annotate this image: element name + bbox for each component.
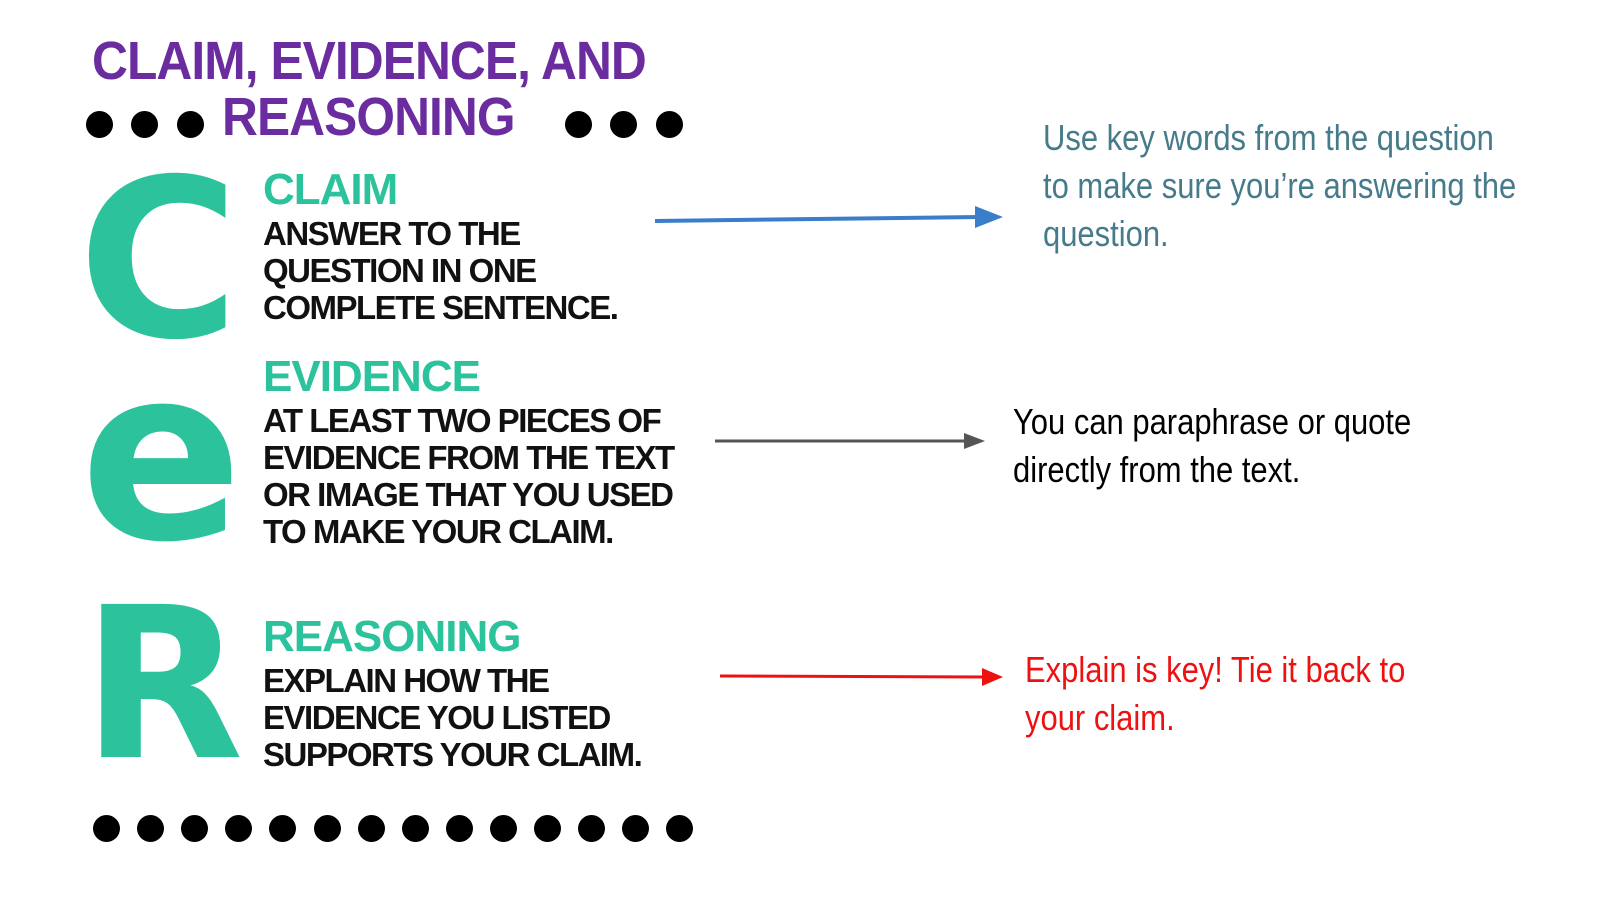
- note-claim: Use key words from the question to make …: [1043, 117, 1517, 254]
- big-letter-c: C: [78, 132, 240, 388]
- section-heading: Claim: [263, 165, 398, 214]
- decorative-dot: [534, 815, 561, 842]
- section-evidence: Evidence At least two pieces of evidence…: [263, 352, 713, 550]
- chart-title-line2: Reasoning: [222, 87, 516, 147]
- decorative-dot: [622, 815, 650, 842]
- section-heading: Reasoning: [263, 612, 521, 661]
- section-body: At least two pieces of evidence from the…: [263, 402, 675, 550]
- decorative-dot: [357, 815, 385, 842]
- decorative-dot: [137, 815, 165, 842]
- decorative-dot: [181, 815, 209, 842]
- decorative-dot: [666, 815, 694, 842]
- decorative-dot: [489, 815, 517, 842]
- big-letter-e: e: [80, 315, 243, 595]
- decorative-dot: [578, 815, 606, 842]
- decorative-dot: [269, 815, 297, 842]
- section-claim: Claim Answer to the question in one comp…: [263, 165, 683, 326]
- big-letter-r: R: [82, 562, 244, 807]
- section-heading: Evidence: [263, 352, 481, 401]
- decorative-dot: [225, 815, 253, 842]
- section-body: Answer to the question in one complete s…: [263, 215, 619, 326]
- chart-title-line1: Claim, Evidence, and: [92, 31, 647, 91]
- note-reasoning: Explain is key! Tie it back to your clai…: [1025, 649, 1406, 738]
- arrow-claim: [654, 206, 1003, 228]
- note-evidence: You can paraphrase or quote directly fro…: [1013, 401, 1412, 490]
- arrow-reasoning: [719, 668, 1003, 686]
- section-reasoning: Reasoning Explain how the evidence you l…: [263, 612, 683, 773]
- decorative-dot: [313, 815, 341, 842]
- decorative-dot: [401, 815, 429, 842]
- arrow-evidence: [715, 433, 985, 449]
- decorative-dot: [93, 815, 120, 842]
- section-body: Explain how the evidence you listed supp…: [263, 662, 643, 773]
- decorative-dot: [445, 815, 473, 842]
